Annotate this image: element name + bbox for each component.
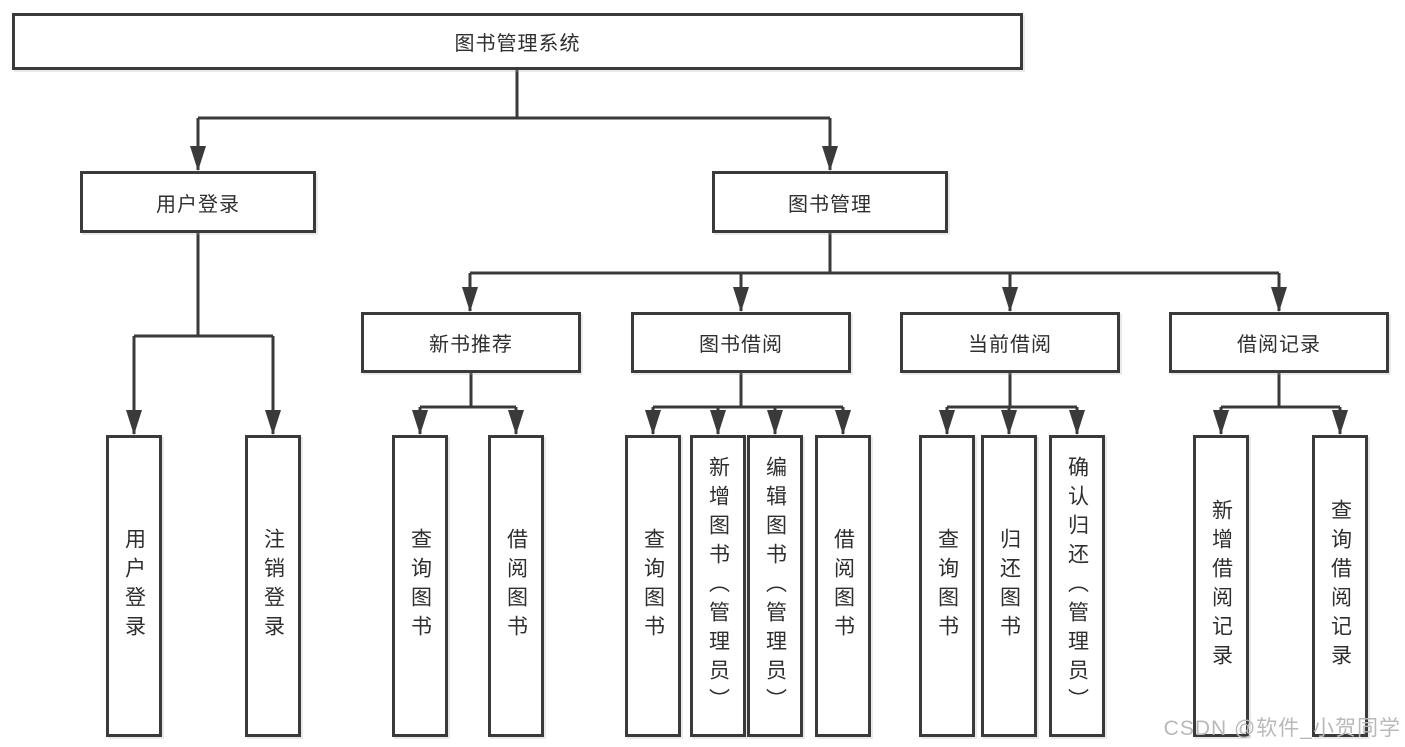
leaf-add-borrow-record-label: 新增借阅记录 bbox=[1209, 499, 1233, 673]
node-borrow-records-label: 借阅记录 bbox=[1237, 334, 1321, 356]
leaf-return-book: 归还图书 bbox=[981, 435, 1037, 737]
leaf-logout: 注销登录 bbox=[245, 435, 301, 737]
node-user-login-label: 用户登录 bbox=[156, 193, 240, 216]
node-user-login: 用户登录 bbox=[80, 171, 316, 233]
leaf-borrow-books-recommend: 借阅图书 bbox=[488, 435, 544, 737]
leaf-query-books-current-label: 查询图书 bbox=[935, 528, 959, 644]
node-book-borrow: 图书借阅 bbox=[631, 312, 851, 373]
node-new-book-recommend-label: 新书推荐 bbox=[429, 334, 513, 356]
leaf-edit-book-admin-label: 编辑图书（管理员） bbox=[763, 455, 787, 717]
leaf-query-books-current: 查询图书 bbox=[919, 435, 975, 737]
leaf-query-books-recommend: 查询图书 bbox=[392, 435, 448, 737]
leaf-add-borrow-record: 新增借阅记录 bbox=[1193, 435, 1249, 737]
watermark: CSDN @软件_小贺同学 bbox=[1163, 717, 1401, 740]
leaf-add-book-admin: 新增图书（管理员） bbox=[690, 435, 746, 737]
leaf-edit-book-admin: 编辑图书（管理员） bbox=[747, 435, 803, 737]
leaf-query-books-recommend-label: 查询图书 bbox=[408, 528, 432, 644]
leaf-user-login-label: 用户登录 bbox=[122, 528, 146, 644]
leaf-query-borrow-record-label: 查询借阅记录 bbox=[1328, 499, 1352, 673]
leaf-query-books-borrow-label: 查询图书 bbox=[641, 528, 665, 644]
node-book-management-label: 图书管理 bbox=[788, 193, 872, 216]
leaf-query-books-borrow: 查询图书 bbox=[625, 435, 681, 737]
leaf-borrow-books-label: 借阅图书 bbox=[831, 528, 855, 644]
leaf-borrow-books: 借阅图书 bbox=[815, 435, 871, 737]
leaf-confirm-return-admin: 确认归还（管理员） bbox=[1049, 435, 1105, 737]
leaf-add-book-admin-label: 新增图书（管理员） bbox=[706, 455, 730, 717]
node-root: 图书管理系统 bbox=[12, 13, 1023, 70]
node-new-book-recommend: 新书推荐 bbox=[361, 312, 581, 373]
node-book-management: 图书管理 bbox=[712, 171, 948, 233]
leaf-query-borrow-record: 查询借阅记录 bbox=[1312, 435, 1368, 737]
leaf-user-login: 用户登录 bbox=[106, 435, 162, 737]
leaf-logout-label: 注销登录 bbox=[261, 528, 285, 644]
node-current-borrow-label: 当前借阅 bbox=[968, 334, 1052, 356]
leaf-return-book-label: 归还图书 bbox=[997, 528, 1021, 644]
leaf-borrow-books-recommend-label: 借阅图书 bbox=[504, 528, 528, 644]
node-borrow-records: 借阅记录 bbox=[1169, 312, 1389, 373]
node-current-borrow: 当前借阅 bbox=[900, 312, 1120, 373]
node-root-label: 图书管理系统 bbox=[454, 33, 581, 55]
leaf-confirm-return-admin-label: 确认归还（管理员） bbox=[1065, 455, 1089, 717]
node-book-borrow-label: 图书借阅 bbox=[699, 334, 783, 356]
